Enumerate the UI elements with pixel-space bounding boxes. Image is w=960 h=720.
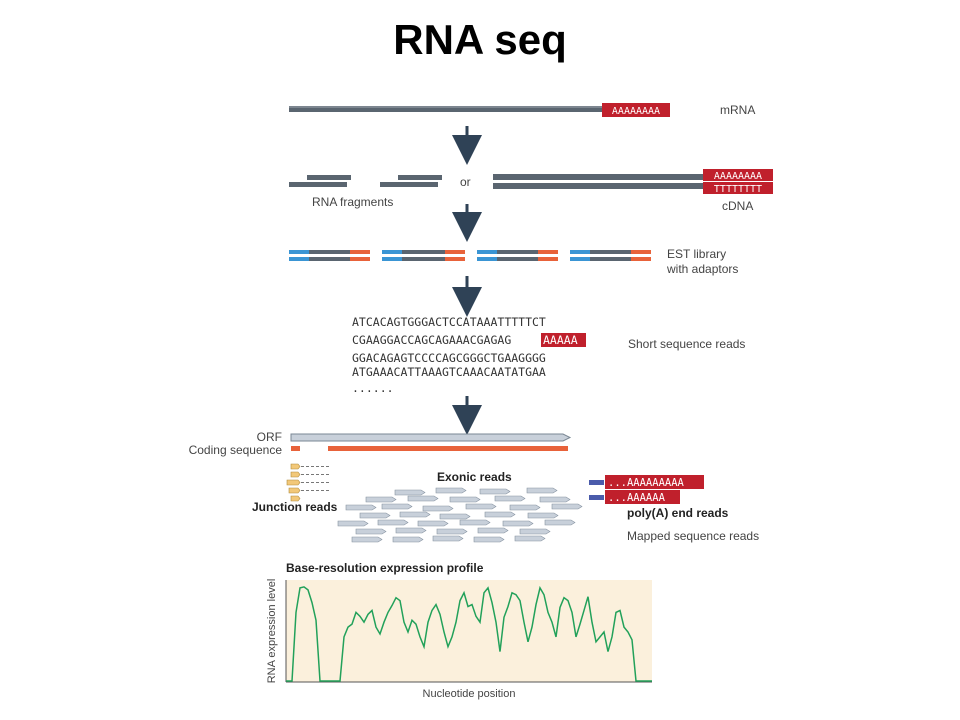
exonic-read [355,528,387,535]
cdna-polyt-text: TTTTTTTT [714,184,762,195]
read-line-4: ATGAAACATTAAAGTCAAACAATATGAA [352,365,546,379]
exonic-read [351,536,383,543]
polya-end-reads: ...AAAAAAAAA ...AAAAAA [589,475,704,504]
fragment [307,175,351,180]
est-label-line2: with adaptors [666,262,738,276]
est-fragment [477,250,558,261]
exonic-read [539,496,571,503]
mrna-strand-group: AAAAAAAA mRNA [289,103,755,117]
exonic-read [359,512,391,519]
junction-reads [286,463,330,502]
fragment [289,182,347,187]
exonic-read [449,496,481,503]
cdna-bottom-strand [493,183,703,189]
mrna-label: mRNA [720,103,755,117]
exonic-read [502,520,534,527]
exonic-read [484,511,516,518]
est-label-line1: EST library [667,247,726,261]
short-reads-group: ATCACAGTGGGACTCCATAAATTTTTCT CGAAGGACCAG… [352,315,745,395]
cdna-polyt-box [703,182,773,194]
junction-reads-label: Junction reads [252,500,338,514]
exonic-read [365,496,397,503]
exonic-read [407,495,439,502]
coding-segment-main [328,446,568,451]
exonic-read [465,503,497,510]
est-fragment [289,250,370,261]
exonic-read [422,505,454,512]
mrna-strand [289,106,602,112]
expression-profile: Base-resolution expression profile RNA e… [266,561,652,700]
read-line-2: CGAAGGACCAGCAGAAACGAGAG [352,333,511,347]
exonic-reads [337,487,583,543]
exonic-read [514,535,546,542]
exonic-read [519,528,551,535]
polya-reads-label: poly(A) end reads [627,506,729,520]
exonic-read [394,489,426,496]
expression-profile-line [286,585,652,682]
or-label: or [460,175,471,189]
fragment [380,182,438,187]
exonic-read [527,512,559,519]
cdna-top-strand [493,174,703,180]
read-ellipsis: ...... [352,381,394,395]
exonic-read [459,519,491,526]
exonic-read [473,536,505,543]
mapped-reads-label: Mapped sequence reads [627,529,759,543]
exonic-read [436,528,468,535]
profile-title: Base-resolution expression profile [286,561,484,575]
exonic-read [439,513,471,520]
polya-read-1: ...AAAAAAAAA [608,477,685,489]
rna-fragments-group: RNA fragments or [289,175,471,209]
exonic-read [526,487,558,494]
cdna-polya-box [703,169,773,181]
orf-label: ORF [257,430,282,444]
exonic-read [494,495,526,502]
exonic-read [544,519,576,526]
mrna-polya-text: AAAAAAAA [612,106,660,117]
exonic-read [477,527,509,534]
exonic-read [395,527,427,534]
read-polya-highlight [541,333,586,347]
mapping-group: ORF Coding sequence Junction reads Exoni… [189,430,760,543]
mrna-polya-box [602,103,670,117]
polya-read-2: ...AAAAAA [608,492,666,504]
est-fragment [570,250,651,261]
slide-title: RNA seq [393,16,567,63]
exonic-read [435,487,467,494]
profile-xlabel: Nucleotide position [423,688,516,700]
read-line-3: GGACAGAGTCCCCAGCGGGCTGAAGGGG [352,351,546,365]
rna-fragments-label: RNA fragments [312,195,393,209]
coding-sequence-label: Coding sequence [189,443,283,457]
cdna-group: AAAAAAAA TTTTTTTT cDNA [493,169,773,213]
short-reads-label: Short sequence reads [628,337,745,351]
exonic-read [392,536,424,543]
read-line-2-polya: AAAAA [543,333,578,347]
coding-segment-small [291,446,300,451]
exonic-read [399,511,431,518]
exonic-read [377,519,409,526]
profile-ylabel: RNA expression level [266,579,278,684]
cdna-label: cDNA [722,199,753,213]
exonic-read [432,535,464,542]
est-library-group: EST library with adaptors [289,247,738,276]
orf-bar [290,433,572,442]
exonic-read [337,520,369,527]
cdna-polya-text: AAAAAAAA [714,171,762,182]
exonic-read [381,503,413,510]
exonic-read [551,503,583,510]
read-line-1: ATCACAGTGGGACTCCATAAATTTTTCT [352,315,546,329]
exonic-read [509,504,541,511]
exonic-read [345,504,377,511]
exonic-read [417,520,449,527]
est-fragment [382,250,465,261]
fragment [398,175,442,180]
exonic-reads-label: Exonic reads [437,470,512,484]
exonic-read [479,488,511,495]
